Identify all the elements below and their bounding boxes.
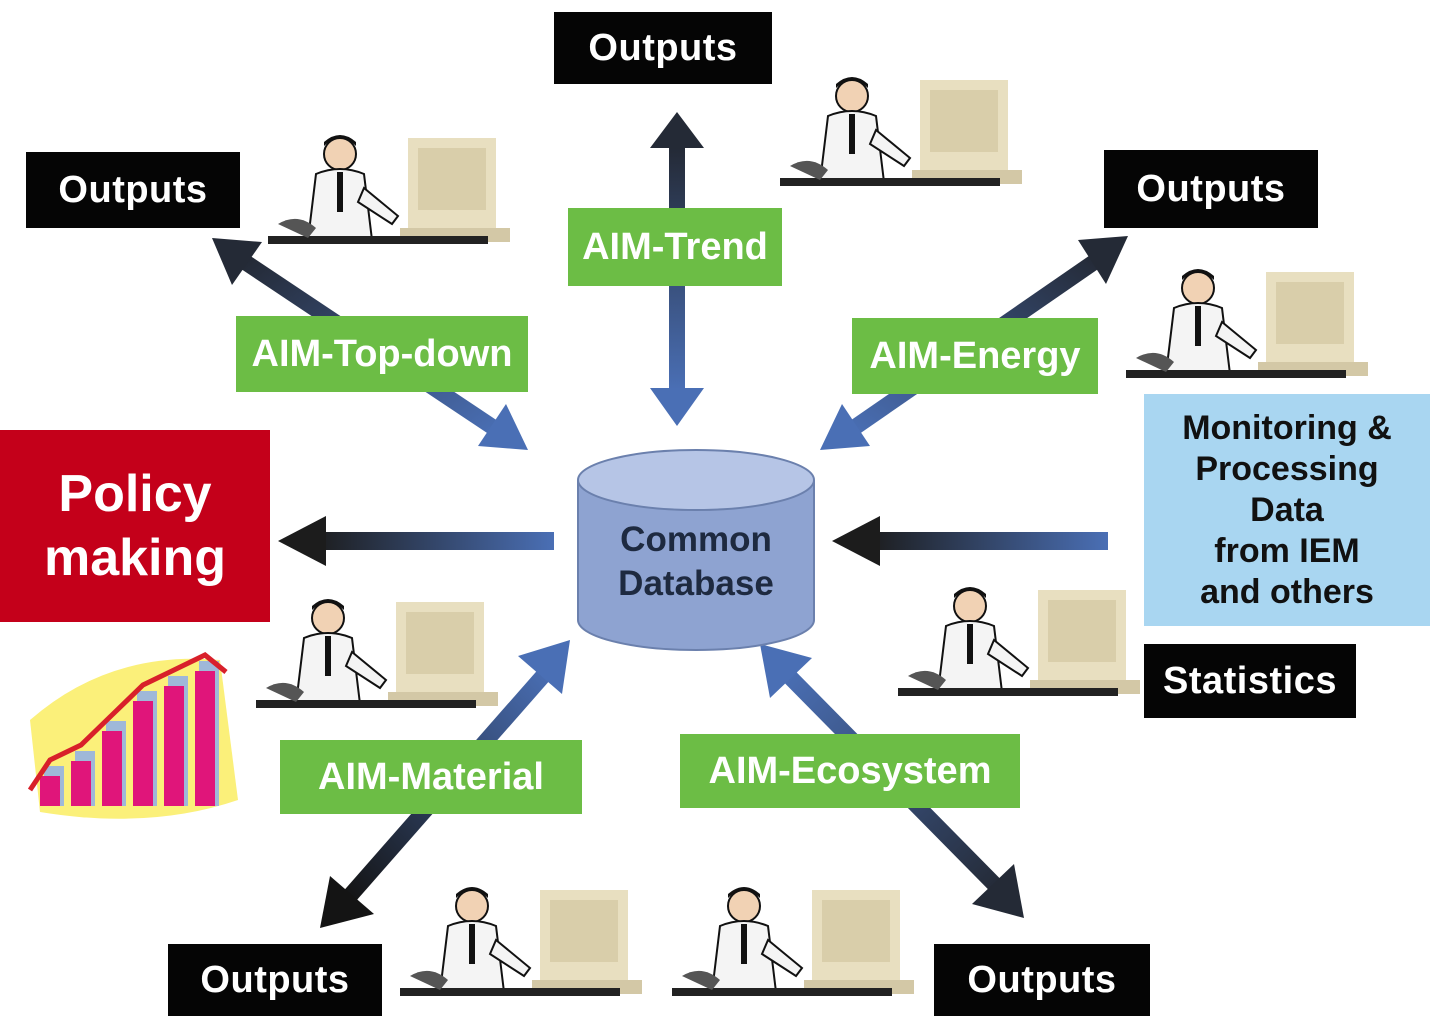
person-at-computer-icon: [255, 598, 499, 709]
model-label-material: AIM-Material: [280, 740, 582, 814]
person-at-computer-icon: [779, 76, 1023, 187]
growth-chart-icon: [27, 652, 238, 819]
outputs-box-top-left: Outputs: [26, 152, 240, 228]
monitoring-line-2: Processing: [1195, 449, 1379, 488]
arrow-from-monitoring: [832, 516, 1108, 566]
chart-bar: [195, 671, 215, 806]
outputs-box-bottom-right: Outputs: [934, 944, 1150, 1016]
chart-bar: [133, 701, 153, 806]
database-label: Common Database: [578, 518, 814, 606]
monitoring-line-5: and others: [1200, 572, 1374, 611]
database-label-line-2: Database: [618, 564, 774, 603]
person-at-computer-icon: [1125, 268, 1369, 379]
monitoring-data-box: Monitoring & Processing Data from IEM an…: [1144, 394, 1430, 626]
database-label-line-1: Common: [620, 520, 772, 559]
outputs-box-top-right: Outputs: [1104, 150, 1318, 228]
model-label-top-down: AIM-Top-down: [236, 316, 528, 392]
database-icon: [577, 449, 815, 651]
chart-bar: [102, 731, 122, 806]
person-at-computer-icon: [399, 886, 643, 997]
policy-line-1: Policy: [58, 465, 212, 523]
chart-bar: [40, 776, 60, 806]
person-at-computer-icon: [897, 586, 1141, 697]
chart-bar: [71, 761, 91, 806]
arrow-to-policy: [278, 516, 554, 566]
model-label-ecosystem: AIM-Ecosystem: [680, 734, 1020, 808]
monitoring-line-3: Data: [1250, 490, 1324, 529]
monitoring-line-4: from IEM: [1214, 531, 1360, 570]
person-at-computer-icon: [671, 886, 915, 997]
arrows-layer: [212, 112, 1128, 928]
model-label-trend: AIM-Trend: [568, 208, 782, 286]
person-at-computer-icon: [267, 134, 511, 245]
monitoring-line-1: Monitoring &: [1182, 408, 1392, 447]
statistics-box: Statistics: [1144, 644, 1356, 718]
policy-line-2: making: [43, 529, 227, 587]
policy-making-box: Policy making: [0, 430, 270, 622]
outputs-box-bottom-left: Outputs: [168, 944, 382, 1016]
model-label-energy: AIM-Energy: [852, 318, 1098, 394]
chart-bar: [164, 686, 184, 806]
outputs-box-top: Outputs: [554, 12, 772, 84]
